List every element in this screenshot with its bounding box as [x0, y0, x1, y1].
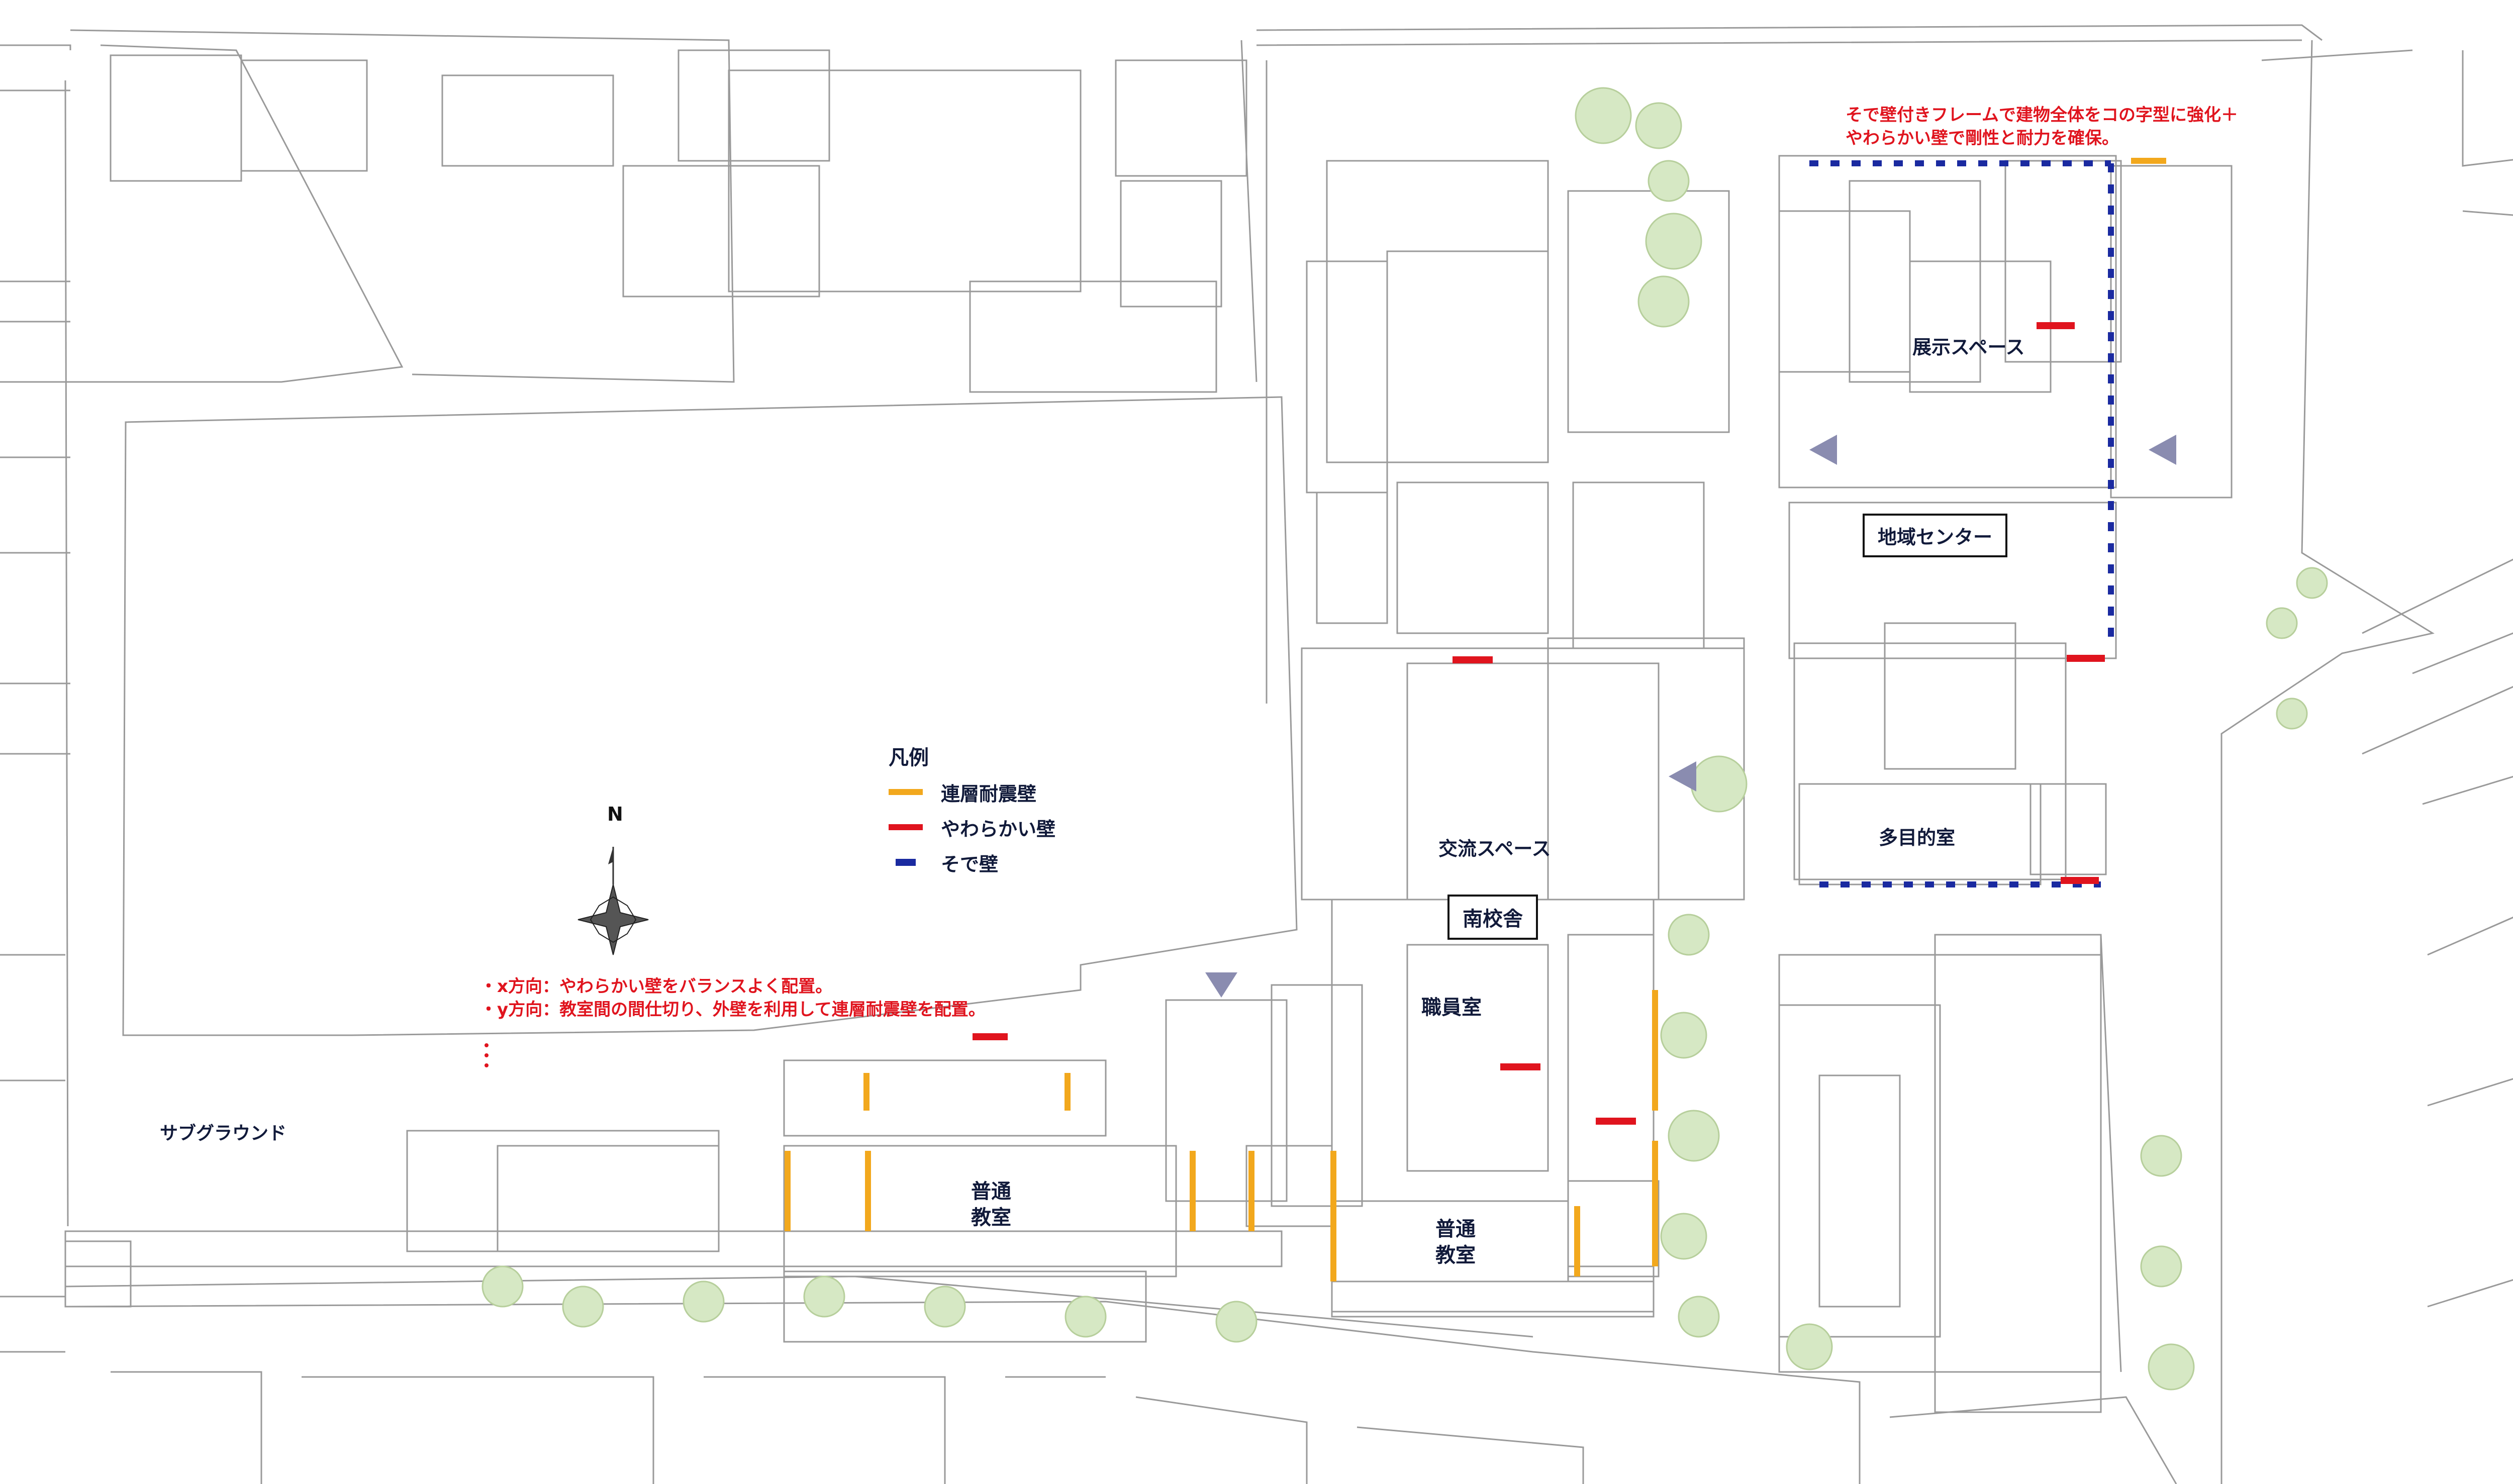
classroom-2-line1: 普通 [1435, 1218, 1476, 1241]
compass-north-label: N [607, 803, 623, 825]
legend-label-wing-wall: そで壁 [941, 853, 999, 875]
seismic-walls [785, 158, 2166, 1281]
structural-note-line1: そで壁付きフレームで建物全体をコの字型に強化＋ [1846, 105, 2238, 125]
site-linework [0, 24, 2513, 1484]
legend-swatch-soft-wall [889, 824, 923, 830]
classroom-1-line2: 教室 [971, 1206, 1011, 1229]
legend-swatch-seismic-wall [889, 789, 923, 795]
legend-swatch-wing-wall [896, 859, 916, 866]
direction-notes: ・x方向：やわらかい壁をバランスよく配置。 ・y方向：教室間の間仕切り、外壁を利… [480, 975, 986, 1021]
classroom-1-line1: 普通 [971, 1180, 1011, 1203]
legend-label-soft-wall: やわらかい壁 [941, 818, 1056, 840]
entrance-arrows [1205, 435, 2176, 998]
direction-note-y: ・y方向：教室間の間仕切り、外壁を利用して連層耐震壁を配置。 [480, 1000, 986, 1020]
structural-note-line2: やわらかい壁で剛性と耐力を確保。 [1846, 128, 2119, 148]
room-label-exchange: 交流スペース [1438, 838, 1551, 860]
wing-walls [1809, 160, 2114, 887]
trees [481, 87, 2328, 1391]
legend-title: 凡例 [889, 746, 929, 769]
legend-item-seismic-wall: 連層耐震壁 [889, 774, 1055, 810]
room-label-south-building: 南校舎 [1447, 895, 1538, 940]
room-label-exhibition: 展示スペース [1912, 336, 2025, 358]
structural-note: そで壁付きフレームで建物全体をコの字型に強化＋ やわらかい壁で剛性と耐力を確保。 [1846, 104, 2238, 150]
room-label-classroom-2: 普通 教室 [1435, 1216, 1476, 1268]
room-label-classroom-1: 普通 教室 [971, 1178, 1011, 1231]
direction-note-x: ・x方向：やわらかい壁をバランスよく配置。 [480, 976, 833, 997]
note-marker [485, 1043, 489, 1067]
room-label-staff-room: 職員室 [1421, 996, 1482, 1019]
legend-item-wing-wall: そで壁 [889, 845, 1055, 880]
room-label-multipurpose: 多目的室 [1879, 827, 1956, 849]
legend-label-seismic-wall: 連層耐震壁 [941, 782, 1037, 805]
legend-item-soft-wall: やわらかい壁 [889, 810, 1055, 845]
compass-icon [577, 847, 649, 955]
legend: 凡例 連層耐震壁 やわらかい壁 そで壁 [889, 741, 1055, 880]
room-label-sub-ground: サブグラウンド [160, 1123, 287, 1144]
classroom-2-line2: 教室 [1435, 1244, 1476, 1267]
soft-walls [973, 322, 2105, 1125]
room-label-community-center: 地域センター [1863, 514, 2008, 557]
